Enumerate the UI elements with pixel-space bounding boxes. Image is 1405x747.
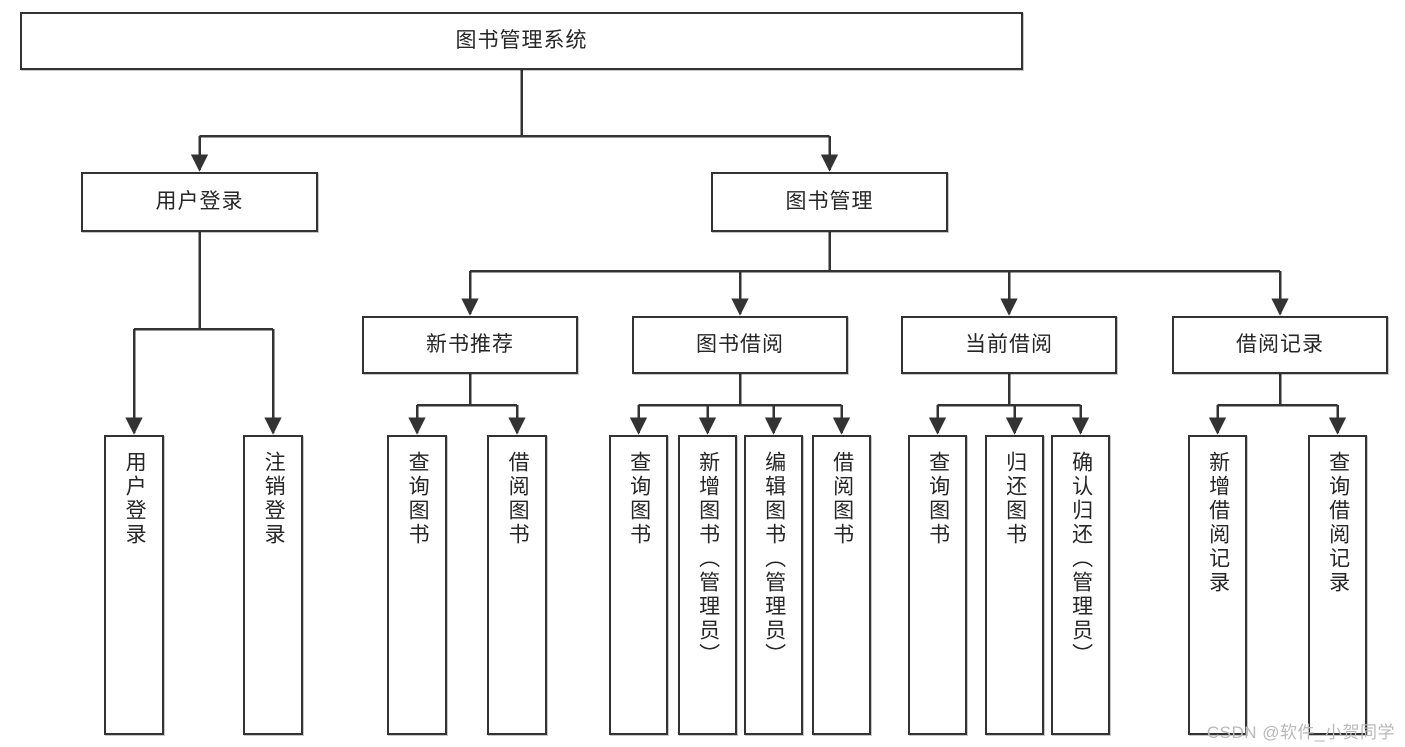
node-label-leaf-rec-borrow: 借阅图书	[506, 451, 530, 547]
node-label-root: 图书管理系统	[455, 29, 588, 53]
node-leaf-bb-borrow[interactable]: 借阅图书	[812, 435, 871, 735]
node-current-borrow[interactable]: 当前借阅	[901, 316, 1117, 374]
node-user-login[interactable]: 用户登录	[81, 172, 318, 232]
node-leaf-bb-add[interactable]: 新增图书（管理员）	[678, 435, 737, 735]
node-leaf-cb-confirm[interactable]: 确认归还（管理员）	[1051, 435, 1110, 735]
node-label-leaf-user-login: 用户登录	[123, 451, 147, 547]
node-root[interactable]: 图书管理系统	[20, 12, 1023, 70]
node-book-manage[interactable]: 图书管理	[711, 172, 948, 232]
node-label-leaf-bb-edit: 编辑图书（管理员）	[762, 451, 786, 667]
node-label-leaf-bb-add: 新增图书（管理员）	[696, 451, 720, 667]
node-leaf-bb-query[interactable]: 查询图书	[609, 435, 668, 735]
node-borrow-record[interactable]: 借阅记录	[1172, 316, 1388, 374]
node-label-user-login: 用户登录	[155, 190, 244, 214]
node-book-borrow[interactable]: 图书借阅	[632, 316, 848, 374]
node-label-leaf-cb-confirm: 确认归还（管理员）	[1069, 451, 1093, 667]
node-label-new-book-rec: 新书推荐	[426, 333, 514, 357]
node-label-borrow-record: 借阅记录	[1236, 333, 1324, 357]
node-leaf-br-query[interactable]: 查询借阅记录	[1308, 435, 1367, 735]
node-leaf-user-logout[interactable]: 注销登录	[243, 435, 303, 735]
node-label-leaf-bb-borrow: 借阅图书	[830, 451, 854, 547]
node-label-leaf-rec-query: 查询图书	[406, 451, 430, 547]
node-leaf-cb-return[interactable]: 归还图书	[985, 435, 1044, 735]
node-label-leaf-cb-query: 查询图书	[926, 451, 950, 547]
node-label-leaf-cb-return: 归还图书	[1003, 451, 1027, 547]
node-label-book-manage: 图书管理	[785, 190, 874, 214]
node-leaf-rec-query[interactable]: 查询图书	[387, 435, 447, 735]
node-new-book-rec[interactable]: 新书推荐	[362, 316, 578, 374]
node-label-leaf-bb-query: 查询图书	[627, 451, 651, 547]
node-label-leaf-user-logout: 注销登录	[262, 451, 286, 547]
node-leaf-cb-query[interactable]: 查询图书	[908, 435, 967, 735]
node-label-current-borrow: 当前借阅	[965, 333, 1053, 357]
node-label-leaf-br-add: 新增借阅记录	[1206, 451, 1230, 595]
node-leaf-rec-borrow[interactable]: 借阅图书	[487, 435, 547, 735]
node-label-leaf-br-query: 查询借阅记录	[1326, 451, 1350, 595]
watermark-label: CSDN @软件_小贺同学	[1206, 723, 1395, 742]
node-leaf-br-add[interactable]: 新增借阅记录	[1188, 435, 1247, 735]
node-leaf-bb-edit[interactable]: 编辑图书（管理员）	[744, 435, 803, 735]
node-leaf-user-login[interactable]: 用户登录	[104, 435, 164, 735]
node-label-book-borrow: 图书借阅	[696, 333, 784, 357]
